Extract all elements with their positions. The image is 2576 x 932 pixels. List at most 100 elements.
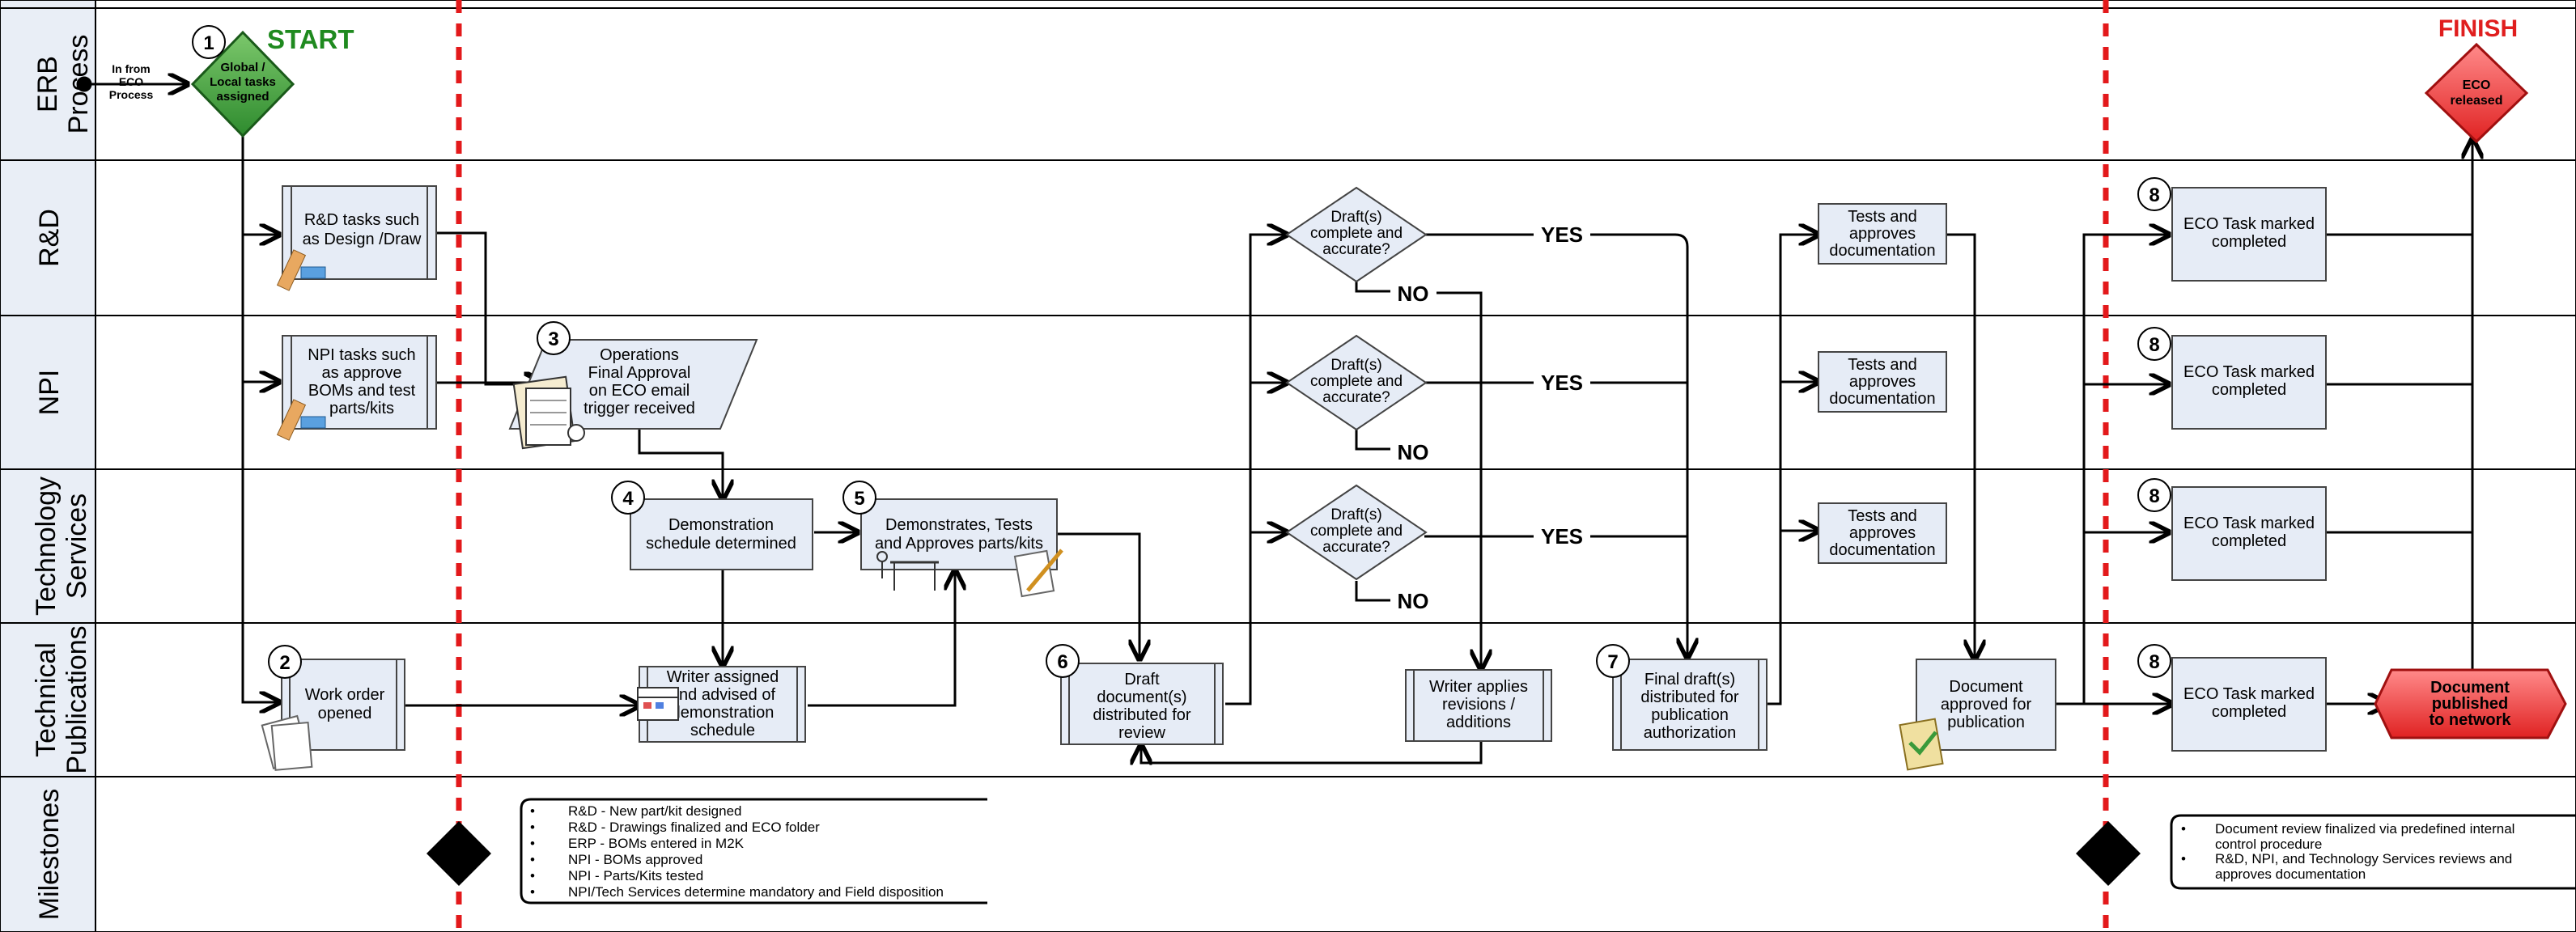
milestone-left-item: NPI/Tech Services determine mandatory an… bbox=[568, 884, 944, 900]
svg-text:7: 7 bbox=[1607, 651, 1618, 673]
svg-text:•: • bbox=[530, 868, 535, 883]
svg-text:•: • bbox=[530, 852, 535, 867]
svg-text:5: 5 bbox=[854, 488, 864, 510]
step-badge-6: 6 bbox=[1046, 644, 1080, 678]
svg-text:2: 2 bbox=[279, 652, 290, 674]
step-badge-2: 2 bbox=[268, 645, 302, 679]
calendar-icon bbox=[637, 687, 679, 721]
lane-label-npi: NPI bbox=[34, 370, 65, 416]
svg-text:•: • bbox=[530, 803, 535, 819]
step-badge-1: 1 bbox=[192, 25, 226, 59]
milestone-left-item: R&D - New part/kit designed bbox=[568, 803, 741, 819]
notepad-icon bbox=[1013, 549, 1063, 598]
lane-labels: ERBProcess R&D NPI TechnologyServices Te… bbox=[31, 35, 94, 921]
lane-label-tech-services: TechnologyServices bbox=[31, 477, 92, 616]
svg-text:•: • bbox=[530, 820, 535, 835]
step-badge-7: 7 bbox=[1596, 644, 1630, 678]
worker-at-desk-icon bbox=[876, 551, 939, 591]
step-badge-8-ts: 8 bbox=[2137, 478, 2171, 512]
step-badge-8-npi: 8 bbox=[2137, 327, 2171, 361]
finish-label: FINISH bbox=[2438, 15, 2518, 42]
step-badge-5: 5 bbox=[842, 481, 876, 515]
start-label: START bbox=[267, 24, 354, 54]
lane-label-milestones: Milestones bbox=[34, 789, 65, 921]
step-badge-3: 3 bbox=[537, 321, 571, 355]
documents-icon bbox=[261, 714, 313, 771]
milestone-right bbox=[2076, 814, 2576, 890]
milestone-left-list: • R&D - New part/kit designed • R&D - Draw… bbox=[530, 803, 944, 900]
svg-text:1: 1 bbox=[203, 32, 214, 54]
svg-text:3: 3 bbox=[548, 328, 558, 350]
svg-text:•: • bbox=[2181, 851, 2186, 866]
pencil-stamp-icon-npi bbox=[276, 399, 326, 441]
svg-text:•: • bbox=[530, 836, 535, 851]
milestone-left-item: R&D - Drawings finalized and ECO folder bbox=[568, 820, 820, 835]
milestone-right-item: Document review finalized via predefined… bbox=[2215, 821, 2519, 852]
no-label-rd: NO bbox=[1398, 282, 1429, 306]
milestone-left-item: NPI - Parts/Kits tested bbox=[568, 868, 703, 883]
clipboard-check-icon bbox=[1899, 718, 1944, 771]
svg-text:8: 8 bbox=[2149, 651, 2159, 673]
step-badge-8-tp: 8 bbox=[2137, 644, 2171, 678]
step-badge-8-rd: 8 bbox=[2137, 177, 2171, 211]
milestone-right-list: • Document review finalized via predefin… bbox=[2181, 821, 2519, 882]
svg-text:8: 8 bbox=[2149, 184, 2159, 206]
lane-label-rd: R&D bbox=[34, 209, 65, 267]
milestone-right-item: R&D, NPI, and Technology Services review… bbox=[2215, 851, 2516, 882]
milestone-left-item: NPI - BOMs approved bbox=[568, 852, 702, 867]
paper-stack-icon bbox=[512, 375, 585, 450]
lane-label-tech-pubs: TechnicalPublications bbox=[31, 625, 92, 773]
yes-label-rd: YES bbox=[1541, 222, 1583, 247]
yes-label-npi: YES bbox=[1541, 371, 1583, 395]
step-badge-4: 4 bbox=[611, 481, 645, 515]
no-label-ts: NO bbox=[1398, 589, 1429, 613]
branch-labels: YES YES YES NO NO NO bbox=[1398, 222, 1584, 613]
milestone-left bbox=[427, 798, 987, 904]
no-label-npi: NO bbox=[1398, 440, 1429, 464]
svg-text:8: 8 bbox=[2149, 485, 2159, 507]
svg-text:8: 8 bbox=[2149, 334, 2159, 356]
